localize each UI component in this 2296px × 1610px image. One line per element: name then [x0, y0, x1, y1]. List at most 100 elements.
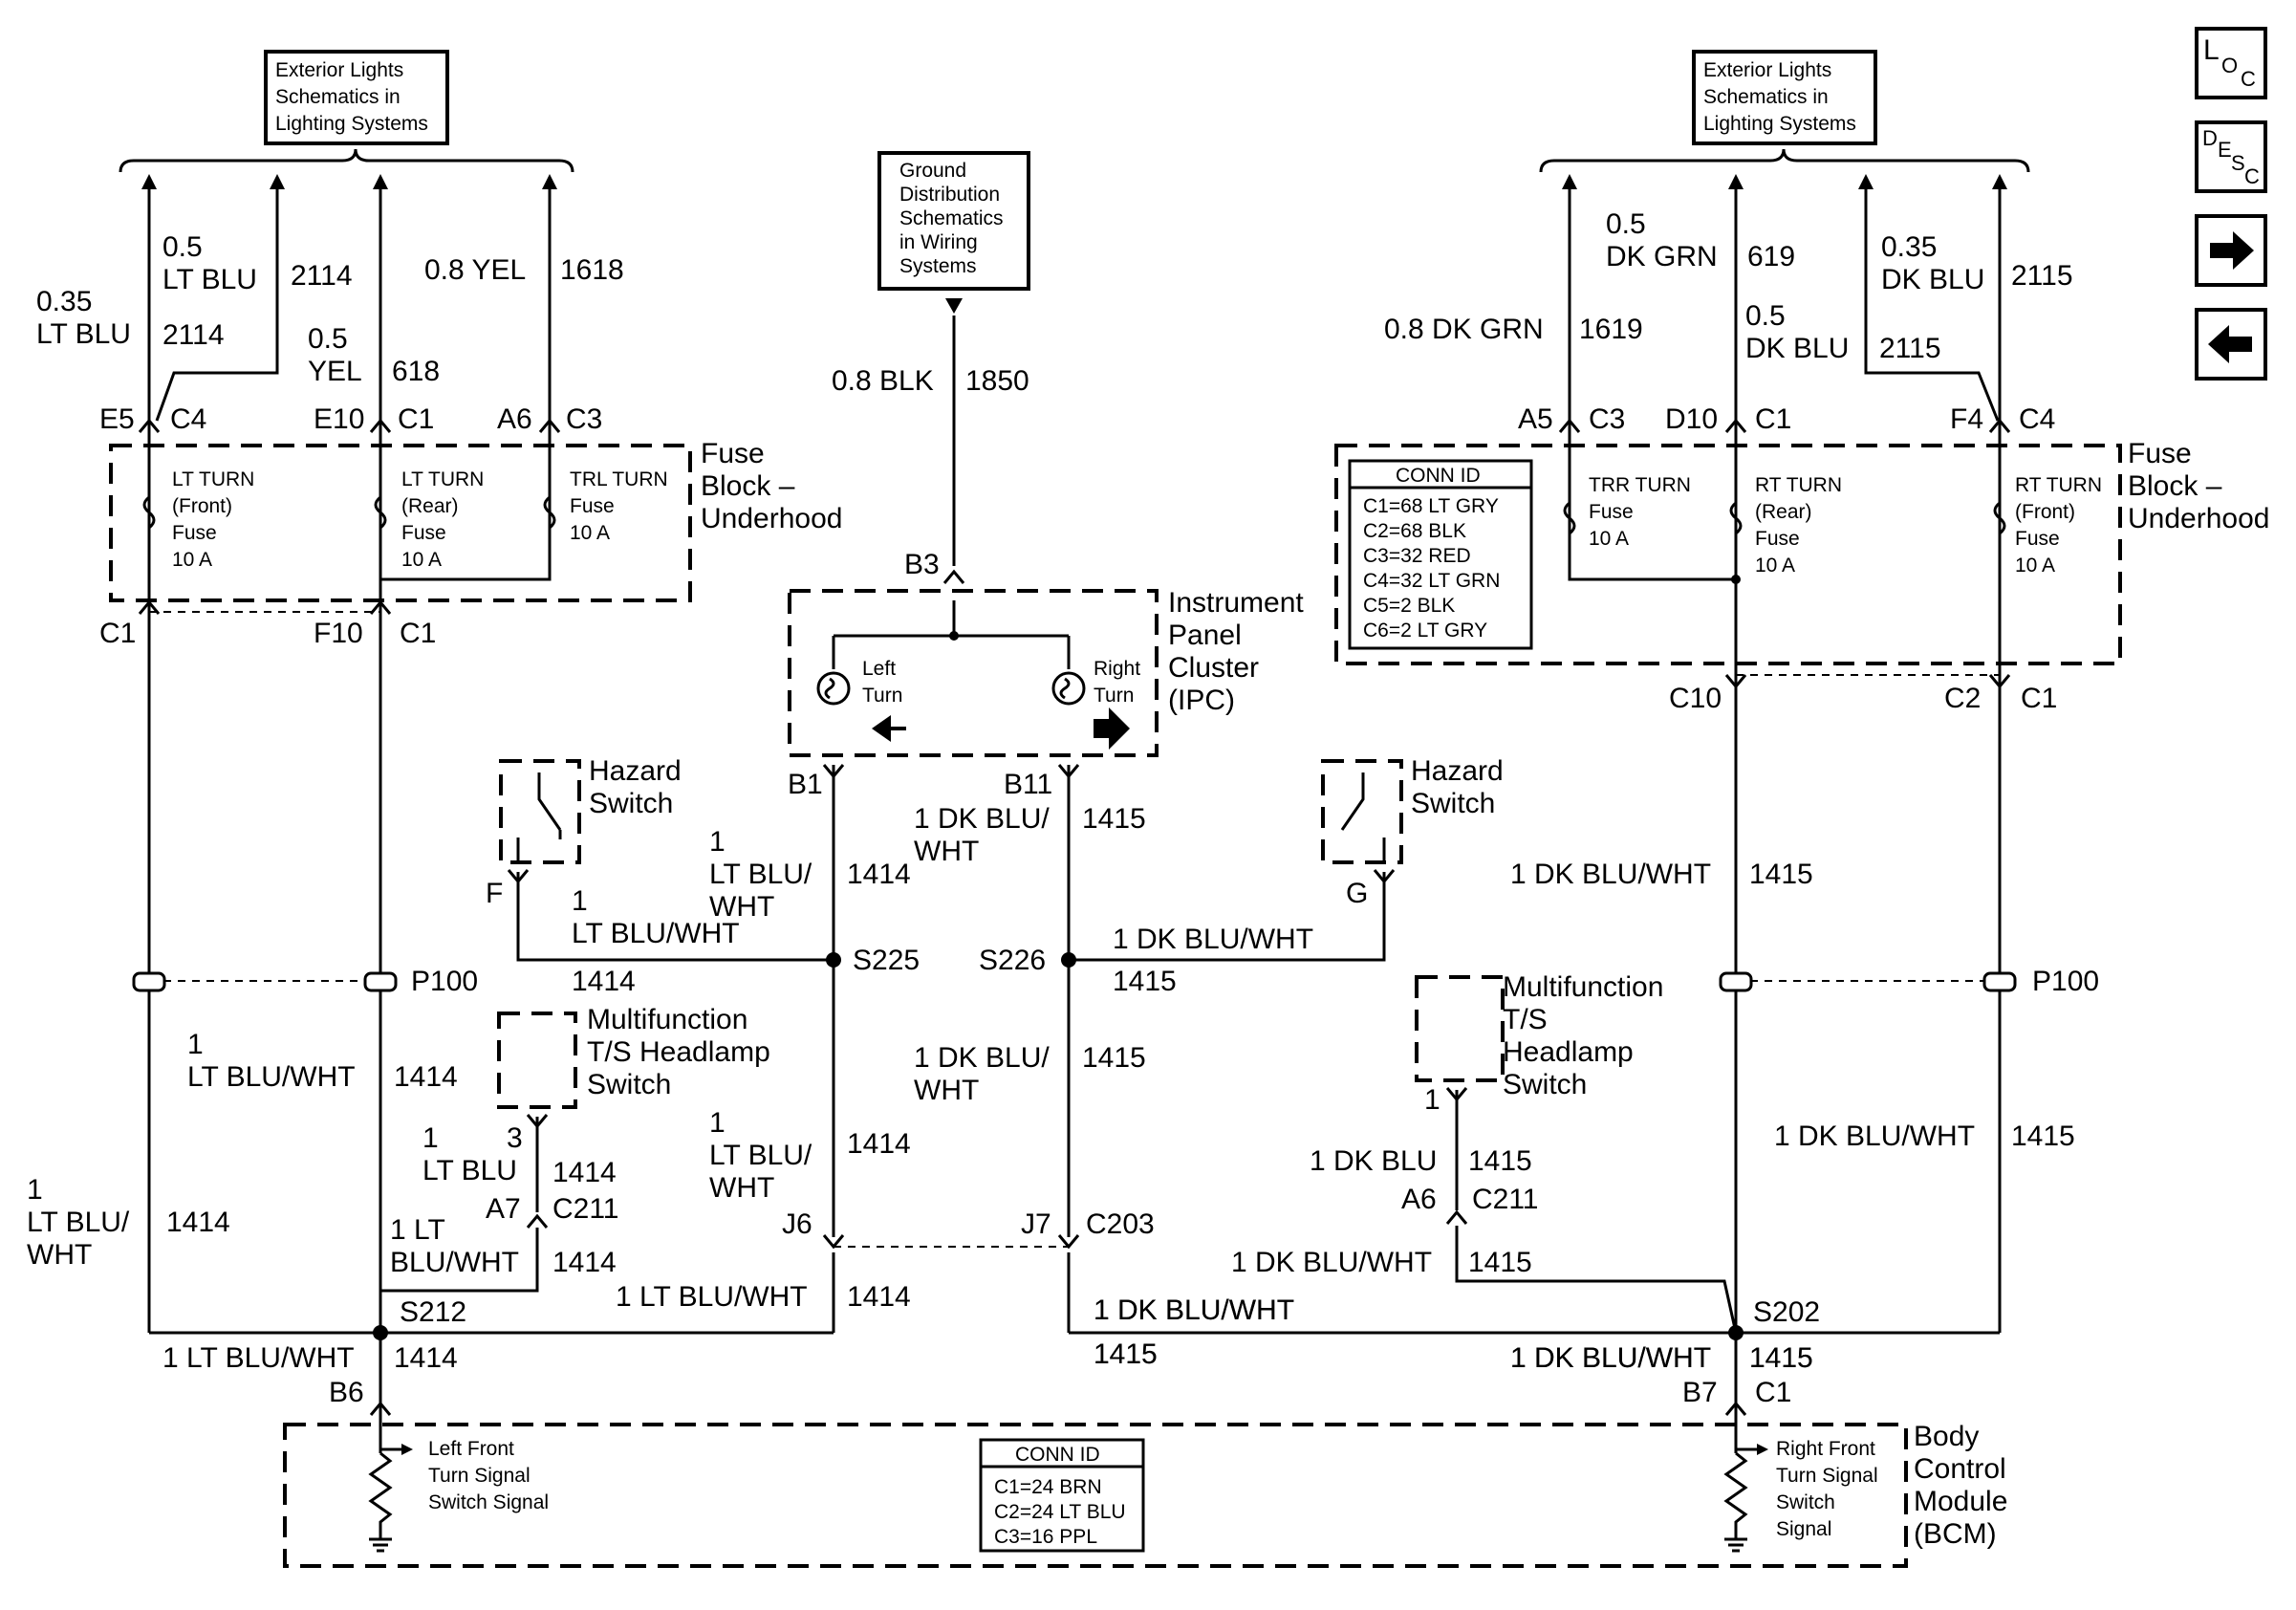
- wire-label-r1n: 619: [1747, 241, 1795, 272]
- forward-button[interactable]: [2195, 214, 2267, 287]
- label-line: Switch: [1503, 1069, 1587, 1100]
- wire-label-m2: LT BLU/WHT: [572, 918, 740, 949]
- splices: [373, 575, 1744, 1340]
- wire-label-m5n: 1415: [1749, 859, 1813, 890]
- wire-label-m8: LT BLU/: [709, 1140, 812, 1171]
- hazard-switch-right-outline[interactable]: [1321, 759, 1403, 864]
- conn-id-title: CONN ID: [1396, 465, 1481, 487]
- wire-label-p_a6b: A6: [1401, 1184, 1437, 1215]
- bracket-right: [1539, 148, 2030, 173]
- wire-label-m15n: 1415: [1749, 1342, 1813, 1374]
- wire-label-r1: DK GRN: [1606, 241, 1718, 272]
- ref-text-line: Lighting Systems: [1703, 113, 1856, 135]
- label-line: Underhood: [2128, 503, 2269, 534]
- connector-links: [149, 611, 2000, 1248]
- label-line: Body: [1914, 1421, 1979, 1452]
- label-line: Instrument: [1168, 587, 1304, 619]
- label-line: Cluster: [1168, 652, 1259, 684]
- label-line: Fuse: [701, 438, 765, 469]
- ref-text-line: Distribution: [899, 184, 1000, 206]
- wire-label-m14: 1 LT BLU/WHT: [162, 1342, 355, 1374]
- ipc-left-turn-indicator: [816, 671, 906, 742]
- label-line: Turn Signal: [428, 1465, 531, 1487]
- ref-text-line: Schematics: [899, 207, 1004, 229]
- conn-id-line: C5=2 BLK: [1363, 595, 1455, 617]
- wire-label-p_b1: B1: [788, 769, 823, 800]
- wire-label-m8: 1: [709, 1107, 726, 1139]
- fuse-block-label-right: Fuse Block – Underhood: [2128, 438, 2269, 534]
- wire-label-p_a7: A7: [486, 1193, 521, 1225]
- back-button[interactable]: [2195, 308, 2267, 381]
- wire-label-m10n: 1414: [166, 1207, 230, 1238]
- wire-label-p_j7: J7: [1021, 1208, 1051, 1240]
- fuse-label-line: TRL TURN: [570, 468, 668, 490]
- wire-label-r2n: 1619: [1579, 314, 1643, 345]
- wire-label-p_e10: E10: [314, 403, 364, 435]
- fuse-label-line: (Rear): [1755, 501, 1812, 523]
- wire-label-m3n: 1415: [1082, 803, 1146, 835]
- mfs-right-label: Multifunction T/S Headlamp Switch: [1503, 971, 1663, 1100]
- bcm-conn-id: CONN ID C1=24 BRN C2=24 LT BLU C3=16 PPL: [979, 1438, 1145, 1553]
- wire-label-p_c203: C203: [1086, 1208, 1155, 1240]
- label-line: Switch: [1776, 1491, 1835, 1513]
- wire-label-p_c1d: C1: [1755, 403, 1791, 435]
- ground-distribution-ref[interactable]: Ground Distribution Schematics in Wiring…: [877, 151, 1030, 291]
- label-line: Multifunction: [587, 1004, 747, 1035]
- label-line: Block –: [2128, 470, 2222, 502]
- loc-button[interactable]: L O C: [2195, 27, 2267, 99]
- wire-label-m3: WHT: [914, 836, 979, 867]
- wire-label-m12: 1 LT BLU/WHT: [616, 1281, 808, 1313]
- wires: [147, 182, 2002, 1453]
- label-line: Switch: [1411, 788, 1495, 819]
- hazard-switch-icon: [516, 772, 1386, 860]
- wire-label-m8n: 1414: [847, 1128, 911, 1160]
- label-line: Control: [1914, 1453, 2006, 1485]
- wire-label-m16: 1 DK BLU/WHT: [1774, 1120, 1975, 1152]
- wire-label-m2: 1: [572, 885, 588, 917]
- hazard-switch-left-outline[interactable]: [499, 759, 581, 864]
- wire-label-p_b7: B7: [1682, 1377, 1718, 1408]
- label-line: Right Front: [1776, 1438, 1875, 1460]
- wire-label-m7: 1 DK BLU/: [914, 1042, 1050, 1074]
- wire-label-m1: 1: [709, 826, 726, 858]
- mfs-right-outline[interactable]: [1415, 975, 1505, 1082]
- wire-label-p_f10: F10: [314, 618, 363, 649]
- fuse-block-conn-id: CONN ID C1=68 LT GRY C2=68 BLK C3=32 RED…: [1348, 459, 1533, 650]
- wire-label-p_c1e: C1: [2021, 683, 2057, 714]
- fuse-label-line: LT TURN: [172, 468, 254, 490]
- wire-label-r4n: 2115: [2011, 260, 2073, 292]
- wire-label-r4: 0.35: [1881, 231, 1937, 263]
- bracket-left: [119, 148, 574, 173]
- arrow-right-icon: [2210, 231, 2254, 270]
- wire-label-m10: LT BLU/: [27, 1207, 130, 1238]
- loc-letter: L: [2203, 34, 2220, 66]
- wire-label-w1: 0.35: [36, 286, 92, 317]
- label-line: Module: [1914, 1486, 2007, 1517]
- mfs-left-outline[interactable]: [497, 1012, 577, 1109]
- wire-label-m11: BLU/WHT: [390, 1247, 519, 1278]
- fuse-label-line: RT TURN: [1755, 474, 1842, 496]
- label-line: Hazard: [589, 755, 682, 787]
- label-line: Fuse: [2128, 438, 2192, 469]
- wire-label-p_c4b: C4: [2019, 403, 2055, 435]
- conn-id-line: C2=24 LT BLU: [994, 1501, 1126, 1523]
- ref-text-line: Exterior Lights: [275, 59, 403, 81]
- exterior-lights-ref-right[interactable]: Exterior Lights Schematics in Lighting S…: [1692, 50, 1877, 145]
- ipc-label: Instrument Panel Cluster (IPC) Left Turn…: [862, 587, 1304, 716]
- label-line: Switch: [589, 788, 673, 819]
- conn-id-line: C1=68 LT GRY: [1363, 495, 1499, 517]
- exterior-lights-ref-left[interactable]: Exterior Lights Schematics in Lighting S…: [264, 50, 449, 145]
- desc-button[interactable]: D E S C: [2195, 120, 2267, 193]
- wire-label-p100b: P100: [2032, 966, 2099, 997]
- fuse-label-line: RT TURN: [2015, 474, 2102, 496]
- wire-label-s226: S226: [979, 945, 1046, 976]
- wire-label-p_c1a: C1: [398, 403, 434, 435]
- fuse-label-line: Fuse: [1589, 501, 1634, 523]
- wire-label-r3: 0.5: [1745, 300, 1786, 332]
- desc-letter: C: [2244, 164, 2260, 188]
- conn-id-line: C6=2 LT GRY: [1363, 620, 1487, 642]
- fuse-label-line: 10 A: [570, 522, 610, 544]
- wire-arrows: [141, 174, 2007, 189]
- ref-text-line: Systems: [899, 255, 977, 277]
- ipc-right-turn-indicator: [1051, 671, 1130, 750]
